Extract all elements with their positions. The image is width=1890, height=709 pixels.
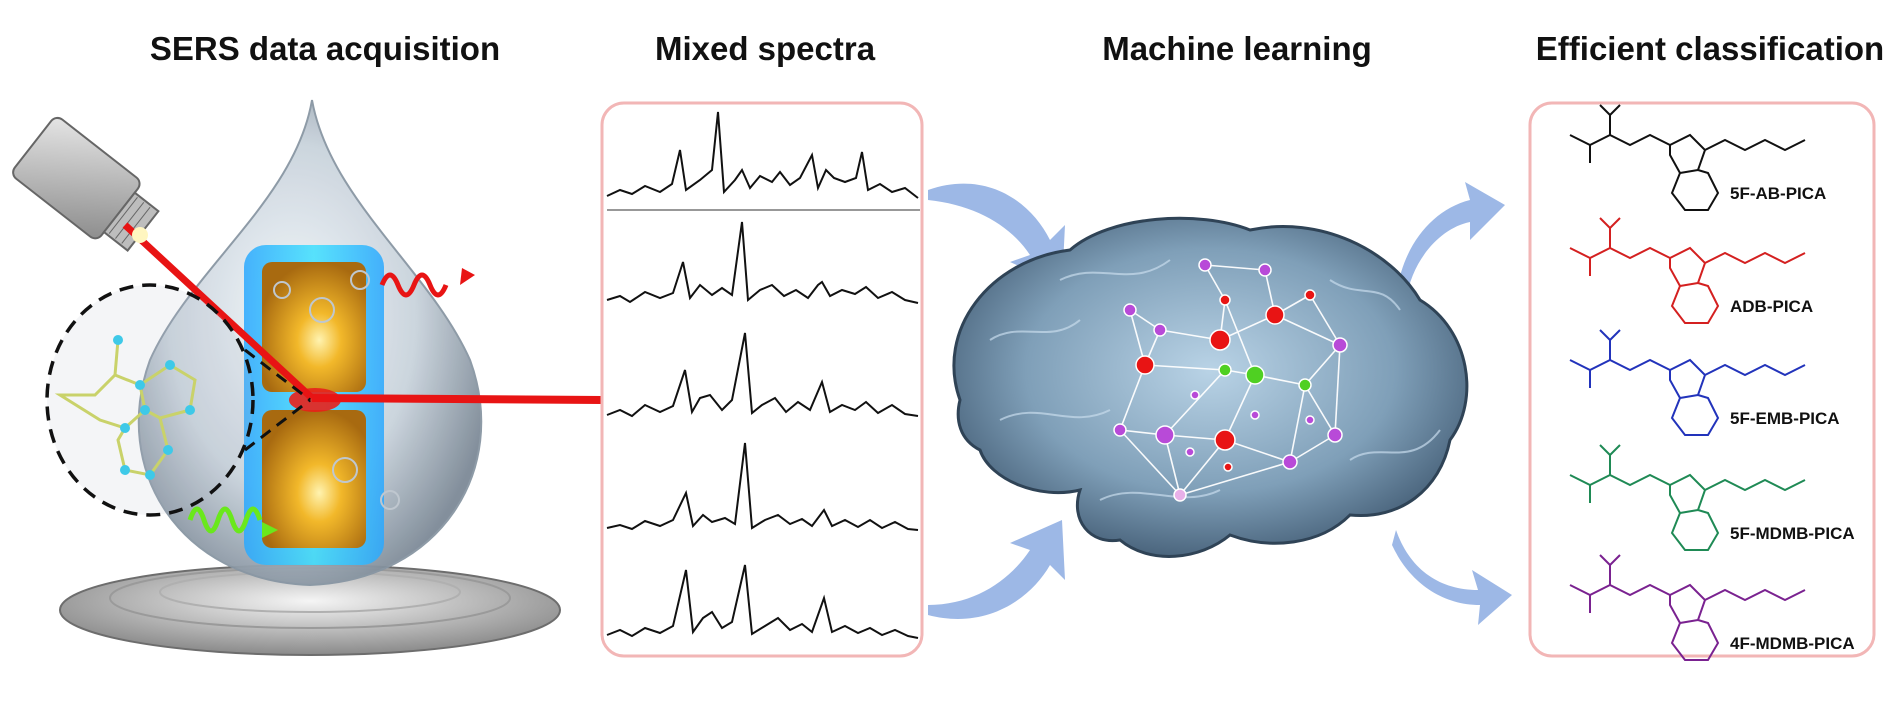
- spectrum-trace-2: [606, 221, 919, 304]
- gold-nanoparticle-bottom: [262, 410, 366, 548]
- excitation-light-icon: [187, 506, 263, 534]
- stage-title-sers: SERS data acquisition: [149, 30, 501, 67]
- compound-structure: [1569, 217, 1806, 324]
- network-nodes: [1113, 258, 1348, 502]
- compound-structure: [1569, 329, 1806, 436]
- compound-label: 5F-EMB-PICA: [1730, 409, 1840, 428]
- laser-beam-out: [311, 394, 603, 404]
- sers-illustration: [12, 99, 603, 656]
- compound-3: 5F-EMB-PICA: [1569, 329, 1840, 436]
- scattered-light-icon: [379, 272, 449, 298]
- stage-title-spectra: Mixed spectra: [654, 30, 876, 67]
- compound-label: 4F-MDMB-PICA: [1730, 634, 1855, 653]
- compound-label: ADB-PICA: [1730, 297, 1813, 316]
- spectra-panel: [600, 101, 924, 658]
- laser-objective-icon: [12, 116, 160, 252]
- spectrum-trace-3: [606, 332, 919, 418]
- spectrum-trace-5: [606, 564, 919, 639]
- compound-4: 5F-MDMB-PICA: [1569, 444, 1855, 551]
- spectrum-trace-1: [606, 111, 919, 199]
- classification-panel: [1528, 101, 1876, 658]
- molecule-structure: [54, 339, 197, 477]
- compound-5: 4F-MDMB-PICA: [1569, 554, 1855, 661]
- compound-structure: [1569, 104, 1806, 211]
- compound-structure: [1569, 554, 1806, 661]
- brain-icon: [952, 216, 1469, 558]
- compound-list: 5F-AB-PICA ADB-PICA 5F-EMB-PICA 5F-MDMB-PIC…: [1569, 104, 1855, 661]
- stage-title-ml: Machine learning: [1102, 30, 1372, 67]
- compound-1: 5F-AB-PICA: [1569, 104, 1826, 211]
- compound-label: 5F-AB-PICA: [1730, 184, 1826, 203]
- laser-beam-in: [122, 222, 315, 401]
- compound-structure: [1569, 444, 1806, 551]
- spectrum-trace-4: [606, 442, 919, 531]
- compound-2: ADB-PICA: [1569, 217, 1813, 324]
- zoom-circle: [45, 283, 255, 517]
- compound-label: 5F-MDMB-PICA: [1730, 524, 1855, 543]
- stage-title-classification: Efficient classification: [1535, 30, 1885, 67]
